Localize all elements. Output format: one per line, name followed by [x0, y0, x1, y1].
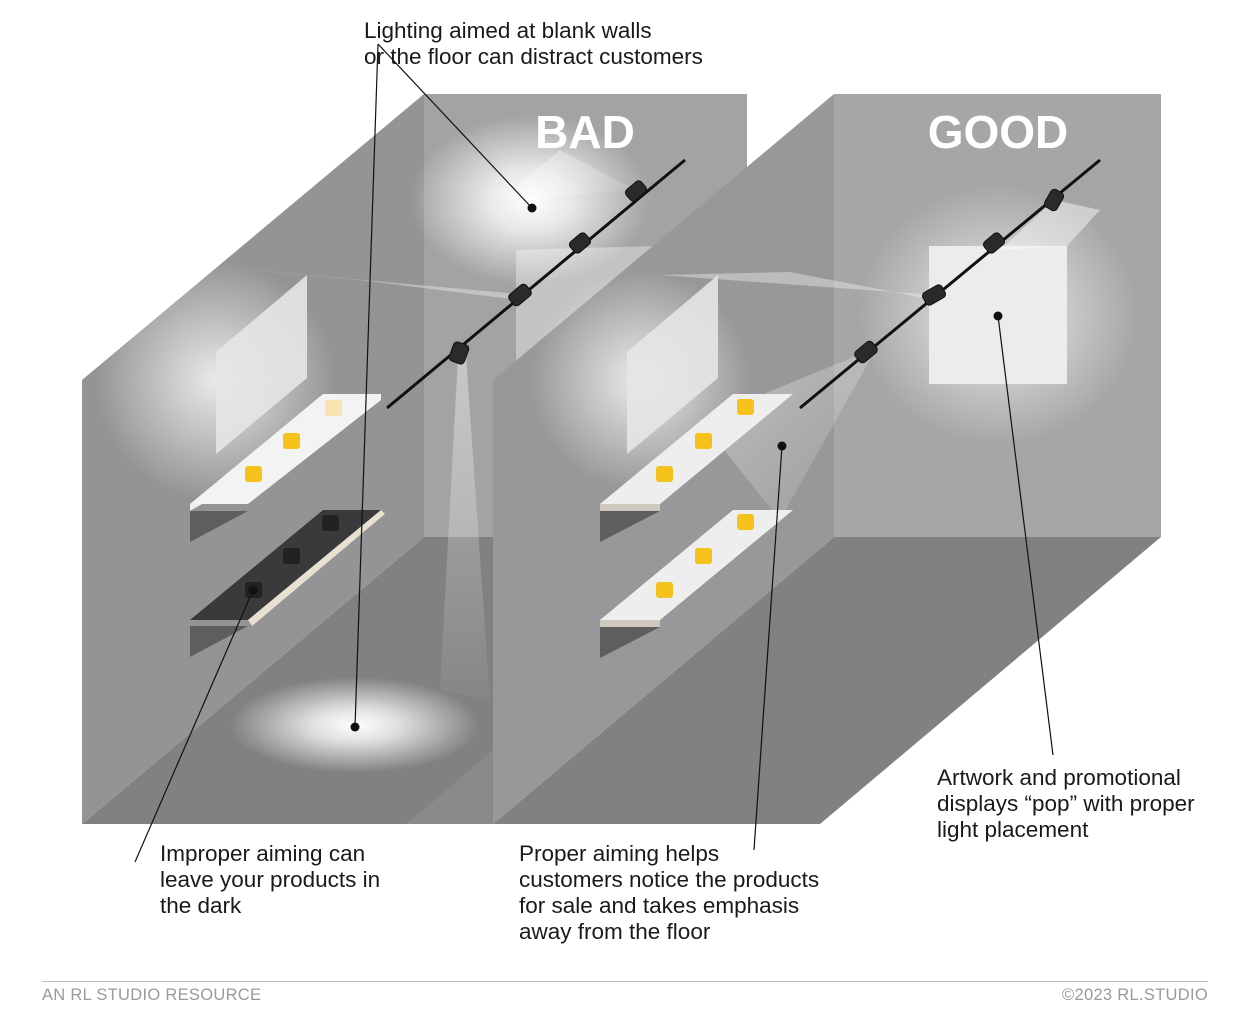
bad-dark-product	[322, 515, 339, 531]
footer-resource-label: AN RL STUDIO RESOURCE	[42, 986, 261, 1005]
callout-blank-walls: Lighting aimed at blank walls or the flo…	[364, 18, 703, 70]
callout-line: light placement	[937, 817, 1195, 843]
callout-improper-aiming: Improper aiming can leave your products …	[160, 841, 380, 919]
callout-line: for sale and takes emphasis	[519, 893, 819, 919]
callout-line: away from the floor	[519, 919, 819, 945]
callout-line: Proper aiming helps	[519, 841, 819, 867]
leader-dot	[778, 442, 787, 451]
callout-line: or the floor can distract customers	[364, 44, 703, 70]
callout-line: leave your products in	[160, 867, 380, 893]
leader-dot	[351, 723, 360, 732]
callout-line: the dark	[160, 893, 380, 919]
leader-dot	[528, 204, 537, 213]
good-product	[695, 548, 712, 564]
bad-product	[283, 433, 300, 449]
callout-line: Improper aiming can	[160, 841, 380, 867]
good-lower-shelf-edge	[600, 620, 660, 627]
good-product	[695, 433, 712, 449]
callout-line: Artwork and promotional	[937, 765, 1195, 791]
callout-line: Lighting aimed at blank walls	[364, 18, 703, 44]
bad-room-title: BAD	[535, 106, 635, 158]
good-product	[737, 514, 754, 530]
leader-dot	[994, 312, 1003, 321]
good-product	[656, 582, 673, 598]
bad-dark-product	[283, 548, 300, 564]
callout-line: customers notice the products	[519, 867, 819, 893]
good-room-title: GOOD	[928, 106, 1069, 158]
footer-copyright: ©2023 RL.STUDIO	[1062, 986, 1208, 1005]
footer-divider	[42, 981, 1208, 982]
bad-product	[245, 466, 262, 482]
callout-line: displays “pop” with proper	[937, 791, 1195, 817]
leader-dot	[249, 586, 258, 595]
bad-product	[325, 400, 342, 416]
good-product	[656, 466, 673, 482]
good-upper-shelf-edge	[600, 504, 660, 511]
callout-artwork-pop: Artwork and promotional displays “pop” w…	[937, 765, 1195, 843]
callout-proper-aiming: Proper aiming helps customers notice the…	[519, 841, 819, 945]
good-product	[737, 399, 754, 415]
